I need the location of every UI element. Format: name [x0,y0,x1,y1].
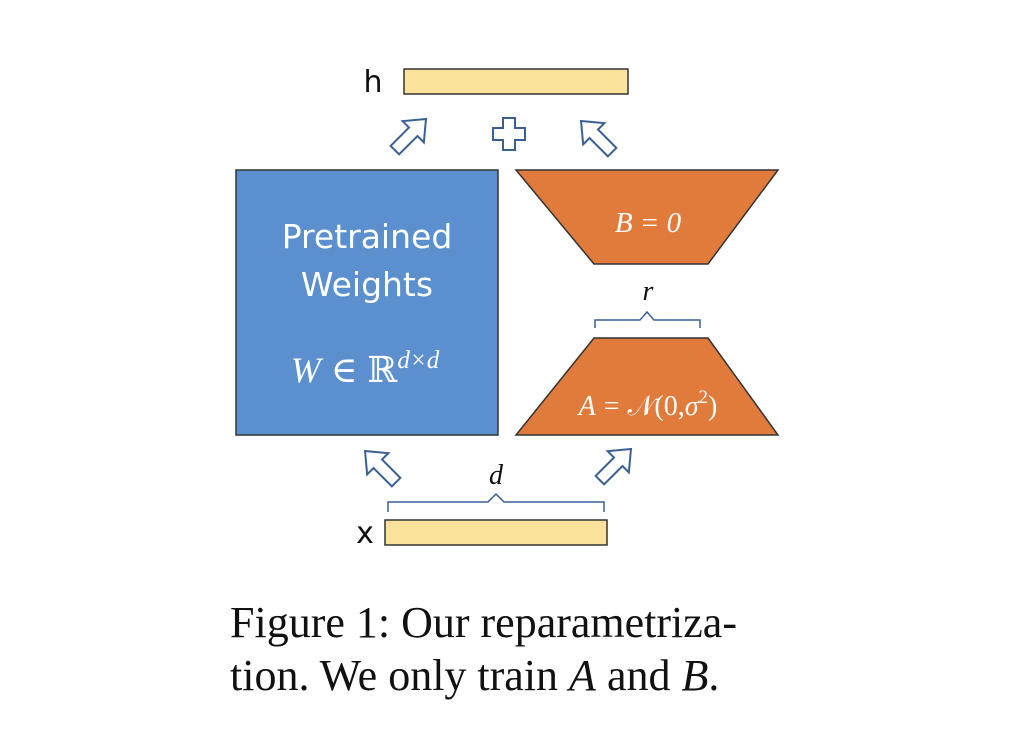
caption-and: and [607,651,671,700]
matrix-a-trapezoid [514,337,780,436]
pretrained-label-line2: Weights [301,265,433,304]
caption-line1: Figure 1: Our reparametriza- [230,598,737,647]
weight-formula: W∈ℝd×d [291,347,440,390]
matrix-a-close: ) [708,391,717,422]
weight-dimension-superscript: d×d [397,347,439,374]
rank-r-brace [594,310,701,328]
sigma-symbol: σ [685,391,700,422]
pretrained-weights-box [235,169,499,436]
caption-period: . [708,651,719,700]
matrix-b-label: B = 0 [615,207,682,239]
normal-distribution-symbol: 𝒩 [628,391,659,422]
output-vector-h [403,68,629,95]
real-numbers-symbol: ℝ [367,350,398,390]
matrix-a-equals: = [604,391,620,422]
input-vector-x [384,519,608,546]
matrix-a-open: (0, [654,391,684,422]
arrow-b-to-h-icon [579,119,618,158]
input-label: x [356,516,374,551]
dimension-d-label: d [489,460,504,491]
weight-symbol-w: W [291,350,324,390]
matrix-a-symbol: A [577,391,597,422]
plus-icon [492,117,526,151]
arrow-pretrained-to-h-icon [389,117,428,156]
matrix-a-label: A= 𝒩(0,σ2) [577,387,718,422]
rank-r-label: r [643,276,654,307]
arrow-x-to-pretrained-icon [363,449,402,488]
caption-b-symbol: B [681,651,708,700]
dimension-d-brace [387,492,605,512]
element-of-symbol: ∈ [331,350,358,390]
sigma-superscript: 2 [699,387,709,408]
pretrained-label-line1: Pretrained [282,217,453,256]
caption-line2-text: tion. We only train [230,651,558,700]
arrow-x-to-a-icon [594,447,633,486]
matrix-b-trapezoid [514,169,780,265]
output-label: h [363,65,382,100]
caption-a-symbol: A [566,651,597,700]
